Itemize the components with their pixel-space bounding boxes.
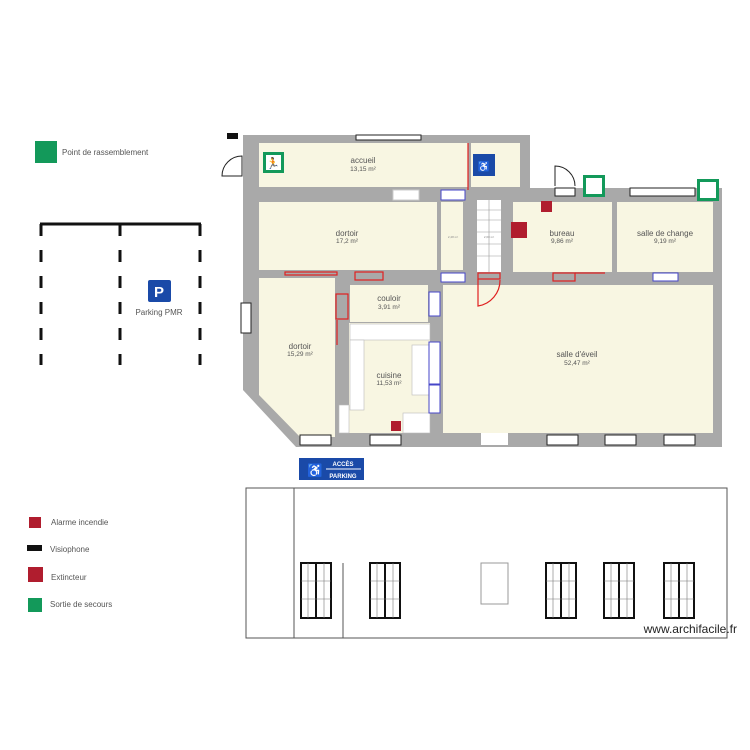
room-area: 52,47 m² xyxy=(564,360,590,367)
exterior-windows xyxy=(240,134,696,446)
facade-window xyxy=(603,562,635,619)
room-bureau[interactable] xyxy=(513,202,612,272)
room-accueil[interactable] xyxy=(259,143,468,187)
room-area: 17,2 m² xyxy=(336,238,359,245)
facade-window xyxy=(663,562,695,619)
room-name: accueil xyxy=(351,156,376,165)
svg-text:🏃: 🏃 xyxy=(266,157,280,170)
access-sign-line1: ACCÈS xyxy=(332,460,353,468)
fire-alarm-icon xyxy=(541,201,552,212)
watermark: www.archifacile.fr xyxy=(643,622,737,636)
legend-label: Extincteur xyxy=(51,573,87,582)
room-area: 11,53 m² xyxy=(376,380,402,387)
facade-window xyxy=(300,562,332,619)
access-sign-line2: PARKING xyxy=(329,474,357,480)
room-labels: accueil 13,15 m² dortoir 17,2 m² 2,48 m²… xyxy=(287,156,693,387)
room-area: 9,19 m² xyxy=(654,238,677,245)
room-area: 13,15 m² xyxy=(350,166,376,173)
svg-text:P: P xyxy=(154,284,164,301)
room-couloir[interactable] xyxy=(350,285,428,322)
room-name: salle d'éveil xyxy=(556,350,597,359)
room-dortoir-1[interactable] xyxy=(259,202,437,270)
legend-label: Alarme incendie xyxy=(51,518,109,527)
room-salle-eveil[interactable] xyxy=(443,285,713,433)
room-area: 15,29 m² xyxy=(287,351,313,358)
access-parking-sign: ♿ ACCÈS PARKING xyxy=(299,458,364,480)
extinguisher-icon xyxy=(391,421,401,431)
room-name: dortoir xyxy=(289,342,312,351)
interior-windows xyxy=(428,189,679,414)
room-name: salle de change xyxy=(637,229,694,238)
legend: Alarme incendie Visiophone Extincteur So… xyxy=(27,517,112,612)
room-dortoir-2[interactable] xyxy=(259,278,335,437)
room-area: 2,60 m² xyxy=(484,235,494,239)
facade-window xyxy=(545,562,577,619)
facade-window xyxy=(369,562,401,619)
videophone-icon xyxy=(227,133,238,139)
room-name: couloir xyxy=(377,294,401,303)
doors xyxy=(284,143,605,345)
legend-label: Sortie de secours xyxy=(50,600,112,609)
room-name: dortoir xyxy=(336,229,359,238)
parking-label: Parking PMR xyxy=(135,308,182,317)
wheelchair-icon: ♿ xyxy=(307,463,323,478)
room-area: 2,48 m² xyxy=(448,235,458,239)
facade-windows xyxy=(300,562,695,619)
kitchen-counters xyxy=(338,323,431,434)
accessible-parking-icon: P xyxy=(148,280,171,302)
room-area: 3,91 m² xyxy=(378,304,401,311)
facade-elevation xyxy=(245,487,728,639)
room-name: bureau xyxy=(550,229,575,238)
staircase xyxy=(477,200,501,272)
assembly-point-icon xyxy=(35,141,57,163)
emergency-exit-icon xyxy=(697,179,719,201)
room-area: 9,86 m² xyxy=(551,238,574,245)
videophone-icon xyxy=(27,545,42,551)
extinguisher-icon xyxy=(28,567,43,582)
fire-alarm-icon xyxy=(29,517,41,528)
svg-text:♿: ♿ xyxy=(478,160,490,173)
room-salle-de-change[interactable] xyxy=(617,202,713,272)
parking-spaces xyxy=(39,222,202,365)
entrance-doors xyxy=(221,155,576,187)
emergency-exit-icon xyxy=(583,175,605,197)
assembly-point: Point de rassemblement xyxy=(35,141,149,163)
extinguisher-icon xyxy=(511,222,527,238)
emergency-exit-icon xyxy=(28,598,42,612)
assembly-point-label: Point de rassemblement xyxy=(62,148,149,157)
room-small[interactable] xyxy=(441,202,463,270)
emergency-exit-icon: 🏃 xyxy=(263,152,284,173)
legend-label: Visiophone xyxy=(50,545,90,554)
room-name: cuisine xyxy=(377,371,402,380)
accessible-toilet-icon: ♿ xyxy=(473,154,495,176)
